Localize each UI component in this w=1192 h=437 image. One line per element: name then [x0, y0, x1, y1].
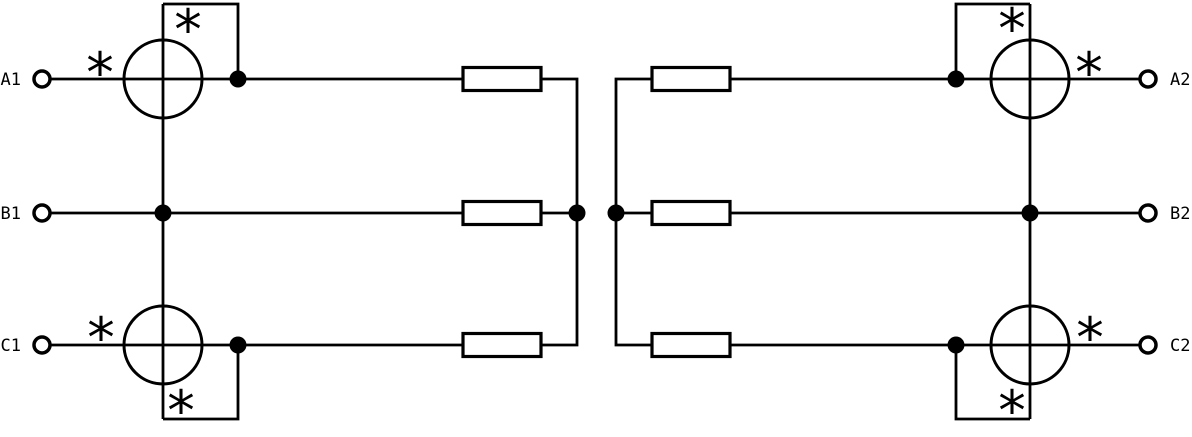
polarity-asterisk-a2-line-icon: * — [1075, 41, 1103, 105]
terminal-b2-label: B2 — [1170, 204, 1190, 224]
resistor-b-right — [650, 199, 732, 227]
polarity-asterisk-a1-loop-icon: * — [174, 0, 202, 62]
wattmeter-a1-circle — [122, 38, 204, 120]
polarity-asterisk-c1-loop-icon: * — [167, 379, 195, 437]
terminal-c1-label: C1 — [1, 336, 21, 356]
left-half: A1 B1 C1 * * * * — [1, 0, 586, 437]
junction-dot-c2-loop — [947, 336, 965, 354]
terminal-b2-circle — [1138, 203, 1158, 223]
terminal-a1-circle — [32, 69, 52, 89]
terminal-b1-label: B1 — [1, 204, 21, 224]
resistor-c-left — [461, 331, 543, 359]
wattmeter-a1-voltage-loop — [163, 2, 240, 79]
terminal-a2-circle — [1138, 69, 1158, 89]
resistor-a-right — [650, 65, 732, 93]
resistor-b-left — [461, 199, 543, 227]
resistor-a-left — [461, 65, 543, 93]
right-half: A2 B2 C2 * * * * — [607, 0, 1190, 437]
resistor-c-right — [650, 331, 732, 359]
wattmeter-c1-circle — [122, 304, 204, 386]
polarity-asterisk-c2-line-icon: * — [1076, 306, 1104, 370]
junction-dot-star-right — [607, 204, 625, 222]
polarity-asterisk-a1-line-icon: * — [86, 41, 114, 105]
terminal-c2-circle — [1138, 335, 1158, 355]
polarity-asterisk-c1-line-icon: * — [87, 306, 115, 370]
terminal-c1-circle — [32, 335, 52, 355]
wattmeter-a2-voltage-loop — [954, 2, 1030, 79]
terminal-a2-label: A2 — [1170, 70, 1190, 90]
junction-dot-a1-loop — [229, 70, 247, 88]
terminal-a1-label: A1 — [1, 70, 21, 90]
junction-dot-star-left — [568, 204, 586, 222]
polarity-asterisk-c2-loop-icon: * — [998, 379, 1026, 437]
wattmeter-c2-circle — [989, 304, 1071, 386]
wattmeter-c1-voltage-loop — [163, 345, 240, 421]
wattmeter-c2-voltage-loop — [954, 345, 1030, 421]
junction-dot-b2-cross — [1021, 204, 1039, 222]
terminal-b1-circle — [32, 203, 52, 223]
junction-dot-c1-loop — [229, 336, 247, 354]
junction-dot-a2-loop — [947, 70, 965, 88]
wattmeter-a2-circle — [989, 38, 1071, 120]
terminal-c2-label: C2 — [1170, 336, 1190, 356]
junction-dot-b1-cross — [154, 204, 172, 222]
polarity-asterisk-a2-loop-icon: * — [998, 0, 1026, 61]
